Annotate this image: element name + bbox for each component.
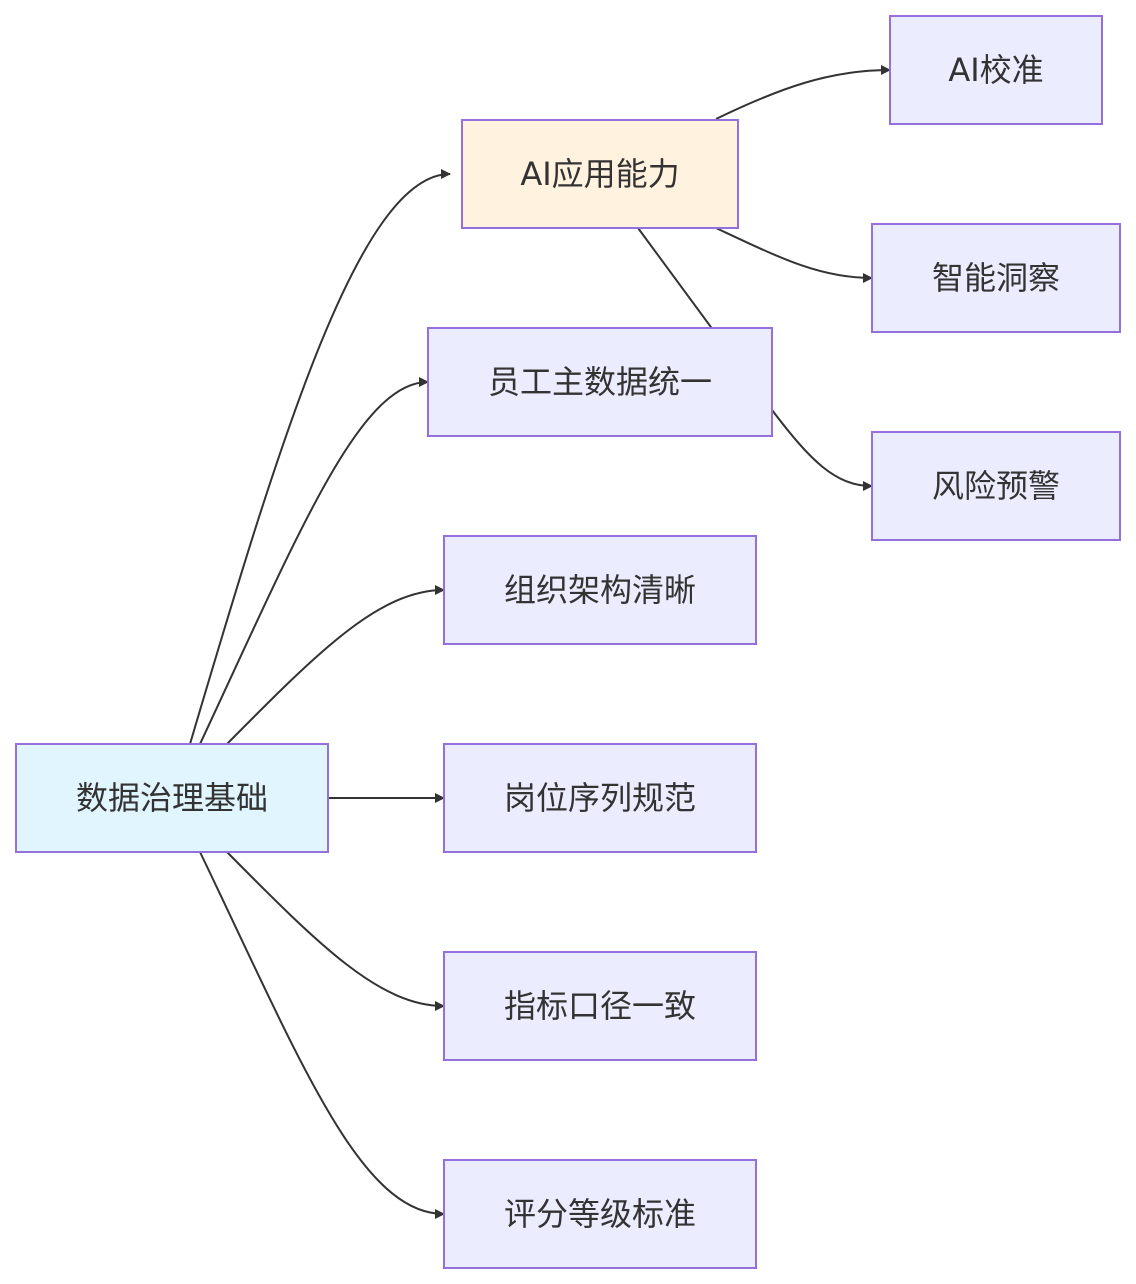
node-root-label: 数据治理基础 bbox=[76, 779, 268, 817]
node-smart-insight-label: 智能洞察 bbox=[932, 259, 1060, 297]
edge-root-to-employee-master bbox=[199, 377, 429, 745]
node-employee-master-label: 员工主数据统一 bbox=[488, 363, 712, 401]
node-rating-standard-label: 评分等级标准 bbox=[504, 1195, 696, 1233]
nodes: 数据治理基础 AI应用能力 员工主数据统一 组织架构清晰 岗位序列规范 指标口径… bbox=[15, 15, 1121, 1269]
node-ai-calibration-box bbox=[889, 15, 1103, 125]
node-risk-warning[interactable]: 风险预警 bbox=[871, 431, 1121, 541]
node-rating-standard[interactable]: 评分等级标准 bbox=[443, 1159, 757, 1269]
node-org-structure[interactable]: 组织架构清晰 bbox=[443, 535, 757, 645]
node-position-series[interactable]: 岗位序列规范 bbox=[443, 743, 757, 853]
node-risk-warning-box bbox=[871, 431, 1121, 541]
node-org-structure-label: 组织架构清晰 bbox=[504, 571, 696, 609]
node-root[interactable]: 数据治理基础 bbox=[15, 743, 329, 853]
node-metric-caliber-label: 指标口径一致 bbox=[504, 987, 696, 1025]
node-rating-standard-box bbox=[443, 1159, 757, 1269]
node-root-box bbox=[15, 743, 329, 853]
node-ai-app[interactable]: AI应用能力 bbox=[461, 119, 739, 229]
node-smart-insight[interactable]: 智能洞察 bbox=[871, 223, 1121, 333]
node-employee-master-box bbox=[427, 327, 773, 437]
node-position-series-box bbox=[443, 743, 757, 853]
node-ai-app-box bbox=[461, 119, 739, 229]
edge-root-to-ai-app bbox=[189, 169, 451, 745]
node-smart-insight-box bbox=[871, 223, 1121, 333]
node-ai-calibration[interactable]: AI校准 bbox=[889, 15, 1103, 125]
node-org-structure-box bbox=[443, 535, 757, 645]
edge-root-to-metric-caliber bbox=[226, 851, 445, 1011]
edge-ai-app-to-ai-calibration bbox=[715, 65, 891, 120]
edge-ai-app-to-smart-insight bbox=[715, 227, 873, 283]
node-position-series-label: 岗位序列规范 bbox=[504, 779, 696, 817]
node-ai-calibration-label: AI校准 bbox=[948, 51, 1043, 89]
edges bbox=[189, 65, 891, 1219]
node-ai-app-label: AI应用能力 bbox=[520, 155, 679, 193]
edge-ai-app-to-risk-warning bbox=[637, 227, 873, 491]
edge-root-to-rating-standard bbox=[199, 851, 445, 1219]
node-employee-master[interactable]: 员工主数据统一 bbox=[427, 327, 773, 437]
node-metric-caliber[interactable]: 指标口径一致 bbox=[443, 951, 757, 1061]
node-risk-warning-label: 风险预警 bbox=[932, 467, 1060, 505]
edge-root-to-org-structure bbox=[226, 585, 445, 745]
node-metric-caliber-box bbox=[443, 951, 757, 1061]
